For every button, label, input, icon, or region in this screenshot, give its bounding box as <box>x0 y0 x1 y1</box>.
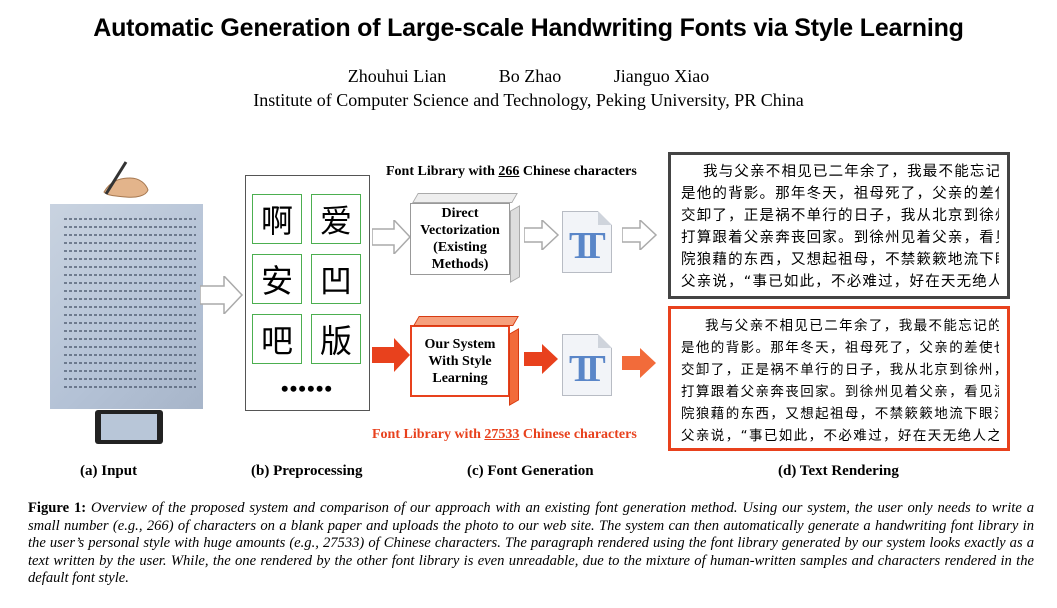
author-list: Zhouhui Lian Bo Zhao Jianguo Xiao <box>0 66 1057 87</box>
author-3: Jianguo Xiao <box>613 66 710 86</box>
text-line: 打算跟着父亲奔丧回家。到徐州见着父亲，看见满 <box>681 230 999 246</box>
hand-pen-icon <box>103 161 149 198</box>
text-line: 是他的背影。那年冬天，祖母死了，父亲的差使也 <box>681 340 999 356</box>
arrow-right-icon <box>372 220 412 254</box>
truetype-font-icon: TT <box>562 334 612 396</box>
font-library-bottom-label: Font Library with 27533 Chinese characte… <box>372 427 637 442</box>
arrow-right-icon <box>622 220 658 250</box>
text-line: 交卸了，正是祸不单行的日子，我从北京到徐州， <box>681 208 999 224</box>
char-cell: 安 <box>252 254 302 304</box>
char-cell: 版 <box>311 314 361 364</box>
text-line: 打算跟着父亲奔丧回家。到徐州见着父亲，看见满 <box>681 384 999 400</box>
truetype-font-icon: TT <box>562 211 612 273</box>
text-line: 父亲说，“事已如此，不必难过，好在天无绝人之路！” <box>681 274 999 290</box>
author-1: Zhouhui Lian <box>347 66 447 86</box>
char-cell: 凹 <box>311 254 361 304</box>
subfigure-label-c: (c) Font Generation <box>467 463 594 479</box>
text-line: 我与父亲不相见已二年余了，我最不能忘记的 <box>705 318 999 334</box>
phone-icon <box>95 410 163 444</box>
char-cell: 爱 <box>311 194 361 244</box>
caption-text: Overview of the proposed system and comp… <box>28 500 1034 587</box>
arrow-right-red-icon <box>524 344 558 374</box>
arrow-right-icon <box>200 276 244 314</box>
font-library-top-label: Font Library with 266 Chinese characters <box>386 164 637 179</box>
caption-label: Figure 1: <box>28 500 87 516</box>
author-2: Bo Zhao <box>498 66 562 86</box>
rendered-text-ours: 我与父亲不相见已二年余了，我最不能忘记的 是他的背影。那年冬天，祖母死了，父亲的… <box>668 306 1010 451</box>
affiliation: Institute of Computer Science and Techno… <box>253 90 804 110</box>
direct-vectorization-box: Direct Vectorization (Existing Methods) <box>410 193 520 283</box>
text-line: 是他的背影。那年冬天，祖母死了，父亲的差使也 <box>681 186 999 202</box>
arrow-right-red-icon <box>372 338 410 372</box>
our-system-box: Our System With Style Learning <box>410 316 519 406</box>
paper-title: Automatic Generation of Large-scale Hand… <box>93 14 964 42</box>
text-line: 父亲说，“事已如此，不必难过，好在天无绝人之路！” <box>681 428 999 444</box>
text-line: 我与父亲不相见已二年余了，我最不能忘记的 <box>703 164 999 180</box>
char-cell: 吧 <box>252 314 302 364</box>
arrow-right-red-icon <box>622 348 656 378</box>
text-line: 院狼藉的东西，又想起祖母，不禁簌簌地流下眼泪。 <box>681 406 999 422</box>
subfigure-label-d: (d) Text Rendering <box>778 463 899 479</box>
subfigure-label-a: (a) Input <box>80 463 138 479</box>
char-cell: 啊 <box>252 194 302 244</box>
text-line: 交卸了，正是祸不单行的日子，我从北京到徐州， <box>681 362 999 378</box>
preprocessing-panel: 啊 爱 安 凹 吧 版 •••••• <box>245 175 370 411</box>
text-line: 院狼藉的东西，又想起祖母，不禁簌簌地流下眼泪。 <box>681 252 999 268</box>
figure-caption: Figure 1: Overview of the proposed syste… <box>28 500 1034 588</box>
ellipsis-dots: •••••• <box>280 376 334 401</box>
rendered-text-existing: 我与父亲不相见已二年余了，我最不能忘记的 是他的背影。那年冬天，祖母死了，父亲的… <box>668 152 1010 299</box>
handwriting-photo <box>50 204 203 409</box>
arrow-right-icon <box>524 220 560 250</box>
subfigure-label-b: (b) Preprocessing <box>251 463 363 479</box>
